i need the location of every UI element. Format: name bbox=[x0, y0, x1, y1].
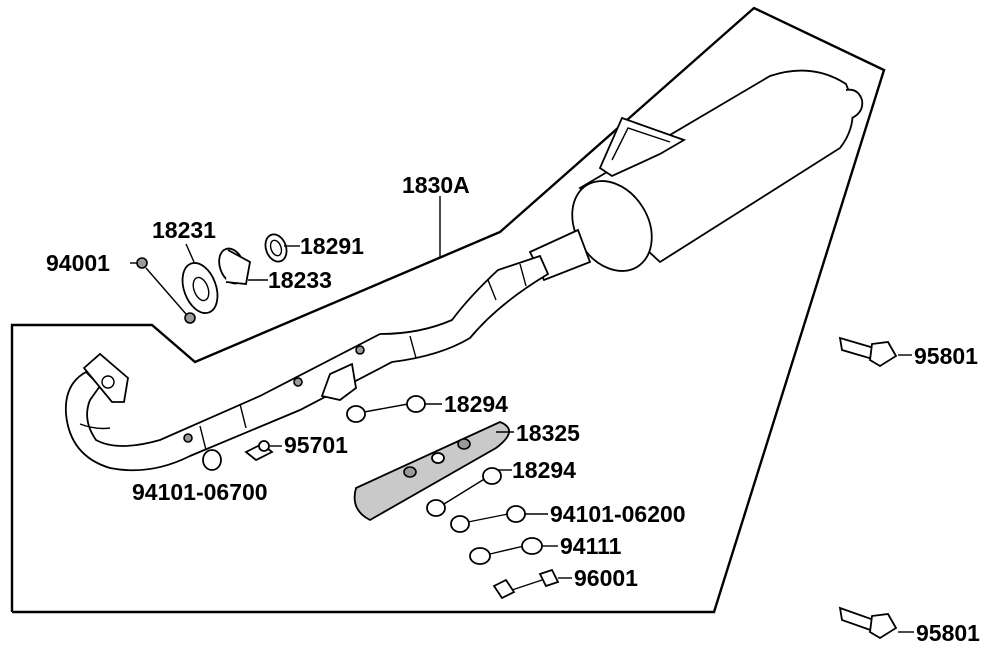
heat-protector-18325 bbox=[353, 421, 510, 522]
label-94001: 94001 bbox=[46, 250, 110, 276]
bolt-95701 bbox=[244, 440, 274, 462]
leader-lines bbox=[130, 196, 914, 633]
label-95801-upper: 95801 bbox=[914, 343, 978, 369]
assembly-boundary bbox=[10, 6, 886, 614]
label-18294-upper: 18294 bbox=[444, 391, 508, 417]
bolt-95801-lower bbox=[838, 606, 898, 640]
label-18231: 18231 bbox=[152, 217, 216, 243]
label-96001: 96001 bbox=[574, 565, 638, 591]
collar-94101-06700 bbox=[202, 449, 222, 471]
label-94111: 94111 bbox=[560, 533, 622, 559]
label-18291: 18291 bbox=[300, 233, 364, 259]
washer-18294-upper bbox=[346, 395, 426, 423]
gasket-flange-18231 bbox=[181, 262, 219, 314]
nut-94001 bbox=[136, 257, 196, 324]
collar-18233 bbox=[218, 247, 252, 285]
label-94101-06700: 94101-06700 bbox=[132, 479, 268, 505]
screw-96001 bbox=[492, 568, 560, 600]
label-94101-06200: 94101-06200 bbox=[550, 501, 686, 527]
label-95701: 95701 bbox=[284, 432, 348, 458]
gasket-ring-18291 bbox=[264, 233, 288, 263]
label-1830A: 1830A bbox=[402, 172, 470, 198]
bolt-95801-upper bbox=[838, 336, 898, 368]
collar-94101-06200 bbox=[450, 505, 526, 533]
label-18233: 18233 bbox=[268, 267, 332, 293]
clip-94111 bbox=[469, 537, 543, 565]
label-18325: 18325 bbox=[516, 420, 580, 446]
exhaust-pipe bbox=[64, 254, 550, 472]
muffler bbox=[528, 69, 864, 282]
label-18294-lower: 18294 bbox=[512, 457, 576, 483]
label-95801-lower: 95801 bbox=[916, 620, 980, 646]
washer-18294-lower bbox=[426, 467, 502, 517]
